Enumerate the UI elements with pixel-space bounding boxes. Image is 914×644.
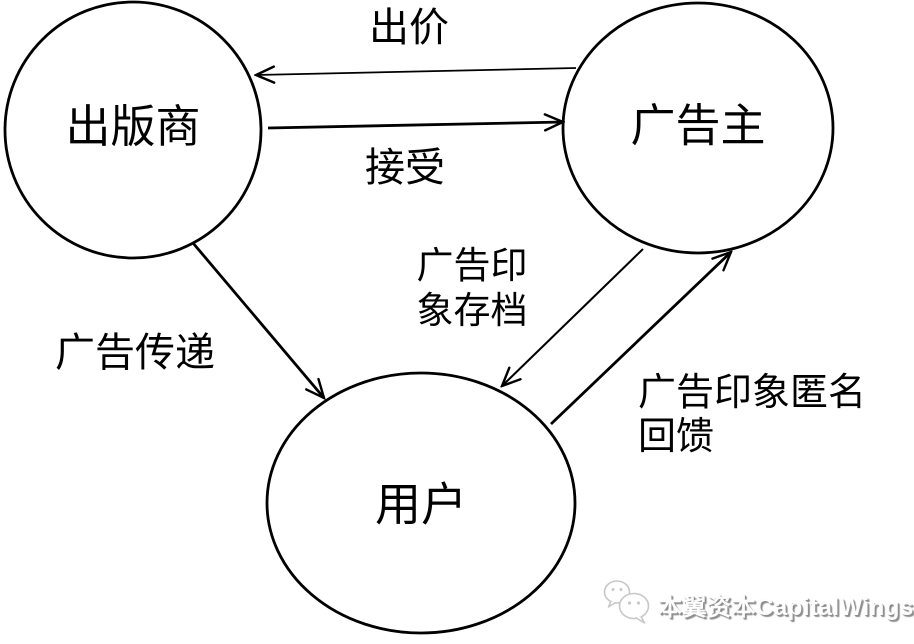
advertiser-label: 广告主 xyxy=(630,100,766,152)
watermark: 本翼资本CapitalWings xyxy=(602,578,914,630)
impression-feedback-arrow xyxy=(550,252,731,426)
bid-arrow xyxy=(256,68,577,75)
accept-arrow xyxy=(267,122,563,128)
watermark-text: 本翼资本CapitalWings xyxy=(658,593,914,621)
user-node-circle xyxy=(265,371,577,635)
publisher-node-circle xyxy=(3,0,263,260)
bid-edge-label: 出价 xyxy=(369,6,449,50)
wechat-chat-bubbles-icon xyxy=(603,580,650,624)
publisher-label: 出版商 xyxy=(65,101,201,153)
ad-delivery-edge-label: 广告传递 xyxy=(55,331,215,375)
accept-edge-label: 接受 xyxy=(365,146,445,190)
impression-archive-arrow xyxy=(502,248,644,386)
impression-archive-edge-label: 广告印 象存档 xyxy=(416,245,528,331)
user-label: 用户 xyxy=(375,478,467,531)
ad-delivery-arrow xyxy=(191,242,324,398)
impression-feedback-edge-label: 广告印象匿名 回馈 xyxy=(638,372,867,458)
